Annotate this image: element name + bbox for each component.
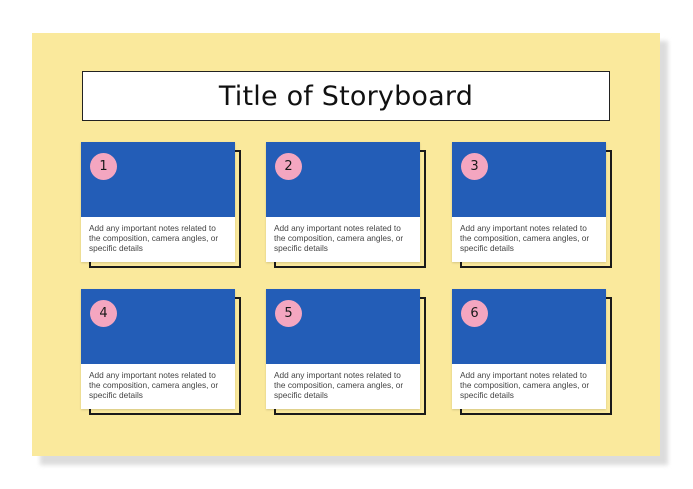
frame-notes[interactable]: Add any important notes related to the c… — [266, 364, 420, 409]
frame-image-panel[interactable]: 2 — [266, 142, 420, 217]
frame-image-panel[interactable]: 4 — [81, 289, 235, 364]
frame-notes[interactable]: Add any important notes related to the c… — [81, 364, 235, 409]
frame-number-badge: 5 — [275, 300, 302, 327]
frame-number-badge: 3 — [461, 153, 488, 180]
frame-image-panel[interactable]: 3 — [452, 142, 606, 217]
frame-number-badge: 4 — [90, 300, 117, 327]
title-box[interactable]: Title of Storyboard — [82, 71, 610, 121]
frame-notes[interactable]: Add any important notes related to the c… — [266, 217, 420, 262]
storyboard-title: Title of Storyboard — [218, 80, 474, 112]
frame-image-panel[interactable]: 6 — [452, 289, 606, 364]
storyboard-board: Title of Storyboard 1 Add any important … — [32, 33, 660, 456]
frame-number-badge: 2 — [275, 153, 302, 180]
frame-image-panel[interactable]: 5 — [266, 289, 420, 364]
frame-card-6[interactable]: 6 Add any important notes related to the… — [452, 289, 612, 415]
frame-number-badge: 6 — [461, 300, 488, 327]
frame-notes[interactable]: Add any important notes related to the c… — [81, 217, 235, 262]
frame-card-5[interactable]: 5 Add any important notes related to the… — [266, 289, 426, 415]
frame-number-badge: 1 — [90, 153, 117, 180]
frame-card-2[interactable]: 2 Add any important notes related to the… — [266, 142, 426, 268]
frame-image-panel[interactable]: 1 — [81, 142, 235, 217]
frame-card-4[interactable]: 4 Add any important notes related to the… — [81, 289, 241, 415]
frame-notes[interactable]: Add any important notes related to the c… — [452, 217, 606, 262]
frame-card-3[interactable]: 3 Add any important notes related to the… — [452, 142, 612, 268]
frame-card-1[interactable]: 1 Add any important notes related to the… — [81, 142, 241, 268]
frame-notes[interactable]: Add any important notes related to the c… — [452, 364, 606, 409]
